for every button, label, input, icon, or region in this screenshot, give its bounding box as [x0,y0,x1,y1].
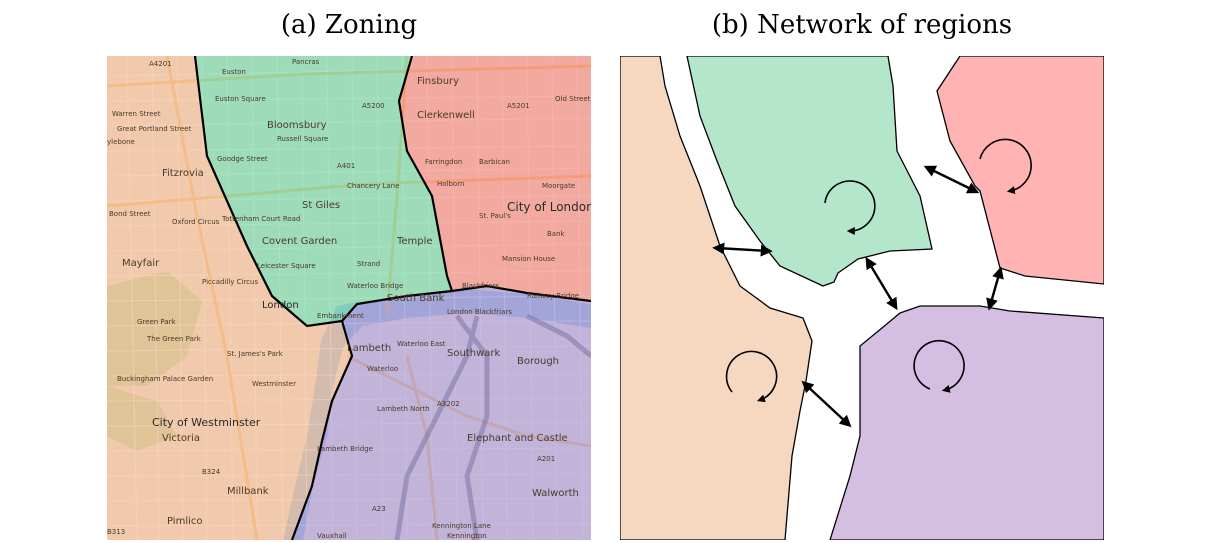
map-label-kennington-lane: Kennington Lane [432,522,491,530]
map-label-bank: Bank [547,230,566,238]
map-label-mayfair: Mayfair [122,258,160,269]
map-label-a23: A23 [372,505,386,513]
link-north-south [865,256,898,311]
zone-west[interactable] [107,56,352,540]
self-loop-north [824,180,876,235]
map-label-goodge-street: Goodge Street [217,155,268,163]
map-label-vauxhall: Vauxhall [317,532,347,540]
map-label-elephant-and-castle: Elephant and Castle [467,433,568,444]
region-links [712,165,1004,428]
map-label-bloomsbury: Bloomsbury [267,120,327,131]
zone-east[interactable] [399,56,591,301]
map-label-strand: Strand [357,260,380,268]
map-label-moorgate: Moorgate [542,182,575,190]
map-label-southwark: Southwark [447,348,500,359]
map-label-russell-square: Russell Square [277,135,328,143]
link-west-north [712,242,773,257]
map-label-mansion-house: Mansion House [502,255,555,263]
map-label-city-of-westminster: City of Westminster [152,416,261,429]
map-label-lambeth-bridge: Lambeth Bridge [317,445,373,453]
map-label-lambeth: Lambeth [347,343,391,354]
self-loop-south [913,339,965,393]
map-label-piccadilly-circus: Piccadilly Circus [202,278,258,286]
map-label-westminster: Westminster [252,380,296,388]
zone-north[interactable] [195,56,452,326]
map-label-chancery-lane: Chancery Lane [347,182,399,190]
region-west[interactable] [620,56,813,540]
map-label-b324: B324 [202,468,221,476]
map-label-waterloo-bridge: Waterloo Bridge [347,282,403,290]
map-label-barbican: Barbican [479,158,510,166]
map-label-pancras: Pancras [292,58,320,66]
map-label-kennington: Kennington [447,532,487,540]
map-label-a5201: A5201 [507,102,530,110]
map-label-st-pauls: St. Paul's [479,212,511,220]
zone-boundaries [193,56,591,540]
map-label-a5200: A5200 [362,102,385,110]
zone-south[interactable] [292,286,591,540]
map-label-b313: B313 [107,528,125,536]
map-label-temple: Temple [396,236,433,247]
map-label-victoria: Victoria [162,433,200,444]
caption-zoning: (a) Zoning [280,10,418,40]
caption-network-of-regions: (b) Network of regions [711,10,1013,40]
map-label-leicester-square: Leicester Square [257,262,316,270]
map-label-tottenham-court-road: Tottenham Court Road [221,215,300,223]
map-label-waterloo-east: Waterloo East [397,340,446,348]
map-label-farringdon: Farringdon [425,158,462,166]
self-loops [725,138,1032,403]
map-label-holborn: Holborn [437,180,464,188]
map-label-embankment: Embankment [317,312,364,320]
map-label-a3202: A3202 [437,400,460,408]
map-label-green-park: Green Park [137,318,176,326]
map-label-millbank: Millbank [227,486,269,497]
map-label-marylebone: ylebone [107,138,135,146]
region-north[interactable] [686,56,933,287]
map-label-city-of-london: City of London [507,200,591,214]
map-label-oxford-circus: Oxford Circus [172,218,220,226]
map-label-euston-square: Euston Square [215,95,266,103]
map-label-london: London [262,300,299,311]
link-east-south [986,266,1004,311]
link-north-east [923,165,980,194]
map-label-great-portland-street: Great Portland Street [117,125,191,133]
map-label-borough: Borough [517,356,559,367]
map-label-the-green-park: The Green Park [146,335,202,343]
self-loop-west [725,350,778,403]
map-label-old-street: Old Street [555,95,591,103]
map-label-south-bank: South Bank [387,293,445,304]
network-of-regions-diagram [620,56,1104,540]
map-label-warren-street: Warren Street [112,110,161,118]
map-label-walworth: Walworth [532,488,579,499]
map-label-st-jamess-park: St. James's Park [227,350,284,358]
zoning-map-svg: A4201 Pancras Euston Euston Square Warre… [107,56,591,540]
map-label-blackfriars: Blackfriars [462,282,499,290]
map-label-a401: A401 [337,162,355,170]
map-label-lambeth-north: Lambeth North [377,405,430,413]
map-label-a201: A201 [537,455,555,463]
map-label-london-blackfriars: London Blackfriars [447,308,512,316]
region-east[interactable] [936,56,1104,285]
map-label-euston: Euston [222,68,246,76]
map-label-railway-bridge: Railway Bridge [527,292,579,300]
map-label-st-giles: St Giles [302,200,340,211]
map-label-buckingham-palace-garden: Buckingham Palace Garden [117,375,213,383]
network-svg [620,56,1104,540]
link-west-south [801,380,852,428]
map-label-finsbury: Finsbury [417,76,459,87]
map-label-covent-garden: Covent Garden [262,236,337,247]
map-label-pimlico: Pimlico [167,516,203,527]
map-label-bond-street: Bond Street [109,210,151,218]
self-loop-east [979,138,1032,195]
region-south[interactable] [829,305,1104,540]
map-label-fitzrovia: Fitzrovia [162,168,204,179]
map-label-waterloo: Waterloo [367,365,398,373]
map-label-a4201: A4201 [149,60,172,68]
zoning-map[interactable]: A4201 Pancras Euston Euston Square Warre… [107,56,591,540]
map-label-clerkenwell: Clerkenwell [417,110,475,121]
